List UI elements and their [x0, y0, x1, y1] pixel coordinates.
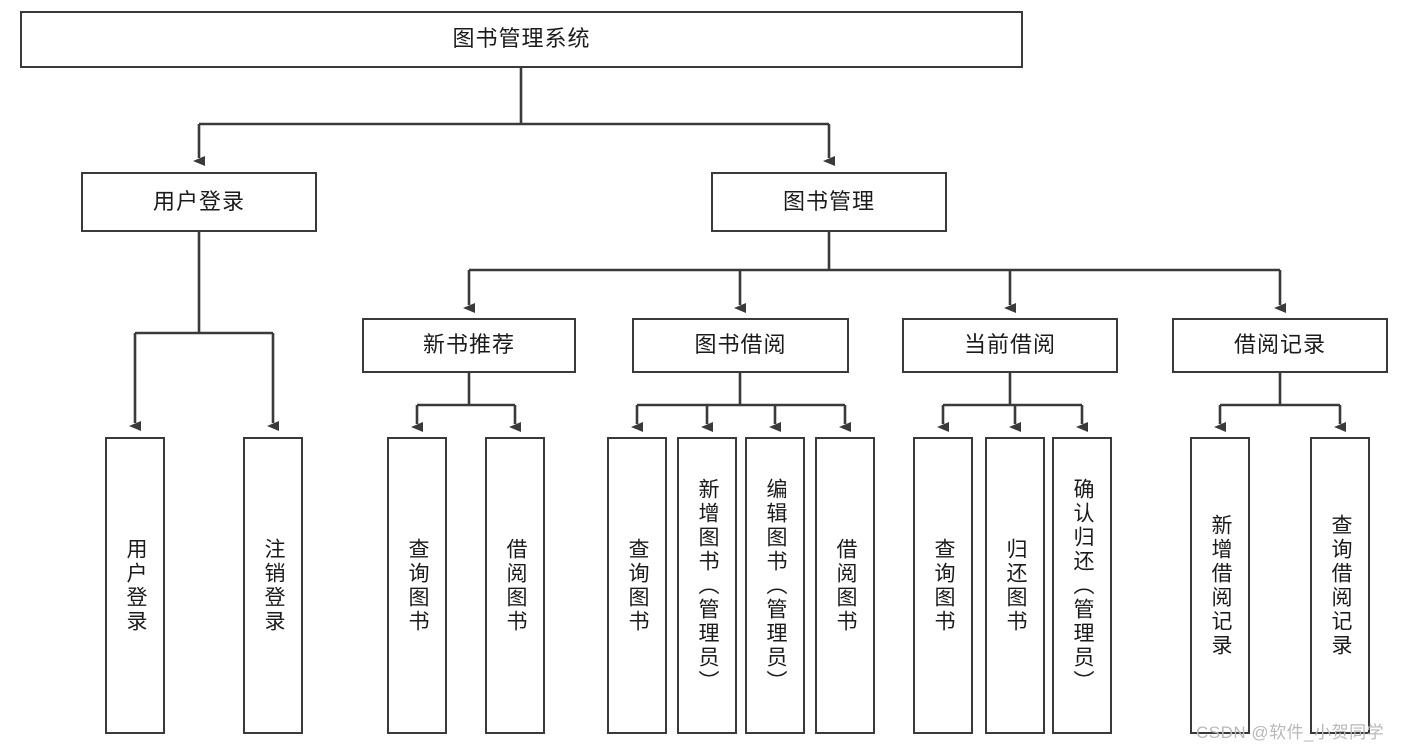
node-label: 图书管理	[782, 188, 875, 214]
node-label: 查询图书	[626, 537, 650, 634]
node-leaf-8[interactable]: 查询图书	[913, 437, 973, 734]
node-label: 注销登录	[262, 537, 286, 634]
node-label: 归还图书	[1004, 537, 1028, 634]
node-root[interactable]: 图书管理系统	[20, 11, 1023, 68]
node-leaf-0[interactable]: 用户登录	[105, 437, 165, 734]
node-label: 用户登录	[152, 188, 245, 214]
node-label: 新书推荐	[422, 332, 515, 358]
node-leaf-4[interactable]: 查询图书	[607, 437, 667, 734]
node-leaf-10[interactable]: 确认归还（管理员）	[1052, 437, 1112, 734]
node-label: 图书借阅	[694, 332, 787, 358]
node-label: 查询借阅记录	[1329, 513, 1353, 658]
node-leaf-1[interactable]: 注销登录	[243, 437, 303, 734]
node-level3-1[interactable]: 图书借阅	[632, 318, 849, 373]
node-label: 借阅记录	[1233, 332, 1326, 358]
node-leaf-12[interactable]: 查询借阅记录	[1310, 437, 1370, 734]
node-leaf-11[interactable]: 新增借阅记录	[1190, 437, 1250, 734]
node-label: 查询图书	[932, 537, 956, 634]
node-label: 当前借阅	[963, 332, 1056, 358]
node-level3-2[interactable]: 当前借阅	[902, 318, 1118, 373]
node-label: 图书管理系统	[452, 26, 591, 52]
node-level3-0[interactable]: 新书推荐	[362, 318, 576, 373]
node-leaf-9[interactable]: 归还图书	[985, 437, 1045, 734]
node-label: 新增图书（管理员）	[696, 477, 720, 694]
node-level2-1[interactable]: 图书管理	[711, 172, 947, 232]
node-label: 借阅图书	[504, 537, 528, 634]
node-level3-3[interactable]: 借阅记录	[1172, 318, 1388, 373]
node-leaf-3[interactable]: 借阅图书	[485, 437, 545, 734]
node-leaf-2[interactable]: 查询图书	[387, 437, 447, 734]
node-label: 确认归还（管理员）	[1071, 477, 1095, 694]
node-leaf-6[interactable]: 编辑图书（管理员）	[745, 437, 805, 734]
node-leaf-7[interactable]: 借阅图书	[815, 437, 875, 734]
node-label: 新增借阅记录	[1209, 513, 1233, 658]
csdn-watermark: CSDN @软件_小贺同学	[1196, 723, 1385, 742]
node-label: 借阅图书	[834, 537, 858, 634]
node-label: 查询图书	[406, 537, 430, 634]
node-leaf-5[interactable]: 新增图书（管理员）	[677, 437, 737, 734]
node-label: 用户登录	[124, 537, 148, 634]
node-label: 编辑图书（管理员）	[764, 477, 788, 694]
node-level2-0[interactable]: 用户登录	[81, 172, 317, 232]
